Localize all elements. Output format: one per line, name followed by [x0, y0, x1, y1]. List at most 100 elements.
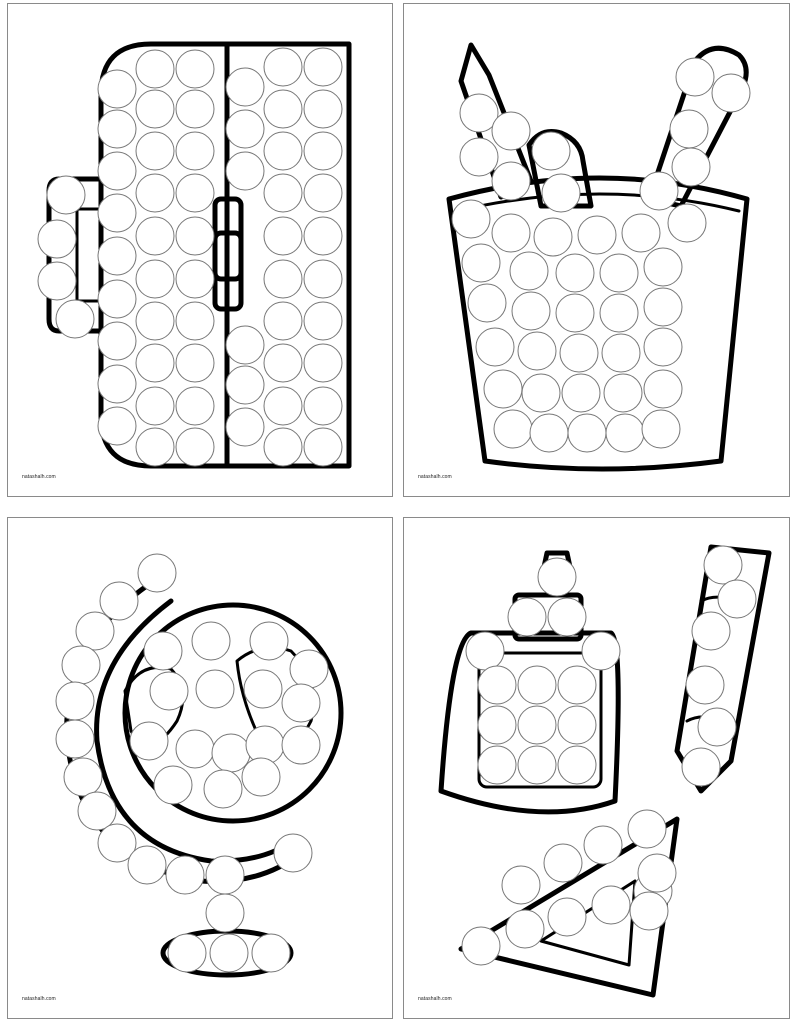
dot-marker-circle	[263, 301, 303, 341]
dot-markers	[37, 47, 343, 467]
dot-marker-circle	[581, 631, 621, 671]
site-credit: natashalh.com	[22, 996, 56, 1002]
dot-marker-circle	[303, 131, 343, 171]
dot-marker-circle	[225, 67, 265, 107]
dot-marker-circle	[691, 611, 731, 651]
dot-marker-circle	[477, 705, 517, 745]
dot-marker-circle	[175, 131, 215, 171]
dot-marker-circle	[557, 665, 597, 705]
dot-marker-circle	[263, 427, 303, 467]
dot-marker-circle	[175, 386, 215, 426]
dot-marker-circle	[547, 897, 587, 937]
dot-marker-circle	[671, 147, 711, 187]
dot-marker-circle	[303, 216, 343, 256]
dot-marker-circle	[667, 203, 707, 243]
dot-marker-circle	[675, 57, 715, 97]
dot-marker-circle	[501, 865, 541, 905]
dot-marker-circle	[303, 173, 343, 213]
dot-marker-circle	[55, 299, 95, 339]
dot-marker-circle	[175, 301, 215, 341]
dot-marker-circle	[467, 283, 507, 323]
dot-marker-circle	[55, 681, 95, 721]
dot-marker-circle	[605, 413, 645, 453]
dot-markers	[461, 545, 757, 966]
dot-marker-circle	[643, 287, 683, 327]
dot-marker-circle	[135, 89, 175, 129]
dot-marker-circle	[711, 73, 751, 113]
dot-marker-circle	[703, 545, 743, 585]
dot-marker-circle	[685, 665, 725, 705]
dot-marker-circle	[531, 131, 571, 171]
dot-marker-circle	[135, 216, 175, 256]
dot-marker-circle	[641, 409, 681, 449]
dot-marker-circle	[303, 343, 343, 383]
dot-marker-circle	[243, 669, 283, 709]
dot-marker-circle	[99, 581, 139, 621]
dot-marker-circle	[483, 369, 523, 409]
dot-marker-circle	[75, 611, 115, 651]
dot-marker-circle	[263, 386, 303, 426]
dot-marker-circle	[459, 93, 499, 133]
dot-marker-circle	[37, 219, 77, 259]
dot-marker-circle	[577, 215, 617, 255]
bag-drawing	[37, 41, 352, 469]
dot-marker-circle	[263, 343, 303, 383]
dot-marker-circle	[681, 747, 721, 787]
dot-marker-circle	[135, 173, 175, 213]
dot-marker-circle	[97, 823, 137, 863]
dot-marker-circle	[547, 597, 587, 637]
dot-marker-circle	[97, 193, 137, 233]
dot-marker-circle	[97, 69, 137, 109]
dot-marker-circle	[129, 721, 169, 761]
dot-markers	[451, 57, 751, 453]
dot-marker-circle	[643, 327, 683, 367]
dot-marker-circle	[273, 833, 313, 873]
dot-marker-circle	[263, 89, 303, 129]
dot-marker-circle	[303, 386, 343, 426]
dot-marker-circle	[697, 707, 737, 747]
dot-marker-circle	[303, 427, 343, 467]
dot-marker-circle	[529, 413, 569, 453]
dot-marker-circle	[209, 933, 249, 973]
dot-marker-circle	[477, 665, 517, 705]
dot-marker-circle	[461, 243, 501, 283]
dot-marker-circle	[599, 253, 639, 293]
dot-marker-circle	[153, 765, 193, 805]
dot-marker-circle	[225, 109, 265, 149]
dot-markers	[55, 553, 329, 973]
dot-marker-circle	[493, 409, 533, 449]
site-credit: natashalh.com	[418, 474, 452, 480]
dot-marker-circle	[303, 301, 343, 341]
worksheet-panel-school-supplies: natashalh.com	[403, 517, 790, 1019]
dot-marker-circle	[637, 853, 677, 893]
dot-marker-circle	[137, 553, 177, 593]
dot-marker-circle	[175, 729, 215, 769]
dot-marker-circle	[543, 843, 583, 883]
dot-marker-circle	[491, 111, 531, 151]
dot-marker-circle	[289, 649, 329, 689]
dot-marker-circle	[537, 557, 577, 597]
dot-marker-circle	[55, 719, 95, 759]
dot-marker-circle	[165, 855, 205, 895]
dot-marker-circle	[175, 49, 215, 89]
dot-marker-circle	[241, 757, 281, 797]
dot-marker-circle	[263, 259, 303, 299]
dot-marker-circle	[511, 291, 551, 331]
dot-marker-circle	[263, 131, 303, 171]
dot-marker-circle	[303, 259, 343, 299]
dot-marker-circle	[583, 825, 623, 865]
dot-marker-circle	[46, 175, 86, 215]
dot-marker-circle	[225, 151, 265, 191]
dot-marker-circle	[175, 216, 215, 256]
dot-marker-circle	[135, 343, 175, 383]
dot-marker-circle	[97, 151, 137, 191]
dot-marker-circle	[191, 621, 231, 661]
dot-marker-circle	[643, 247, 683, 287]
dot-marker-circle	[77, 791, 117, 831]
dot-marker-circle	[225, 325, 265, 365]
pencil-cup-drawing	[446, 42, 751, 472]
dot-marker-circle	[225, 407, 265, 447]
dot-marker-circle	[175, 173, 215, 213]
dot-marker-circle	[135, 301, 175, 341]
dot-marker-circle	[97, 109, 137, 149]
